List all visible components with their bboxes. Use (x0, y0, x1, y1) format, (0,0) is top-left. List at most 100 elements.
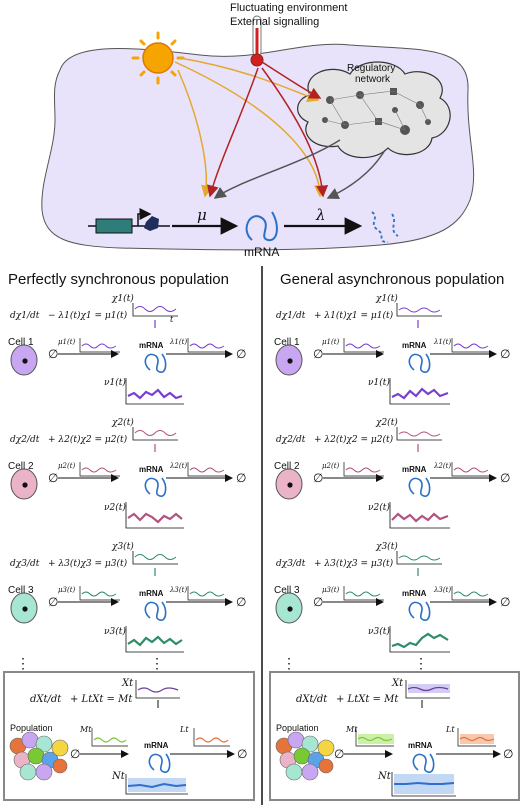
L-label: Lt (179, 725, 189, 734)
asynchronous-title: General asynchronous population (280, 271, 504, 288)
mrna-small-label: mRNA (408, 741, 433, 750)
mu-i-label: μ1(t) (58, 338, 76, 346)
mu-i-label: μ2(t) (58, 462, 76, 470)
eq-lhs: dχ3/dt (276, 559, 306, 569)
mrna-small-label: mRNA (139, 341, 164, 350)
mrna-small-label: mRNA (139, 589, 164, 598)
mrna-small-label: mRNA (402, 465, 427, 474)
N-label: Nt (377, 771, 392, 782)
nu-label: ν1(t) (368, 377, 390, 388)
cell-2-label: Cell 2 (8, 461, 34, 472)
chi-label: χ2(t) (375, 417, 398, 428)
empty-set: ∅ (48, 595, 58, 609)
eq-rest: + λ2(t)χ2 = μ2(t) (48, 434, 128, 445)
mrna-icon (144, 601, 167, 621)
mrna-label: mRNA (244, 245, 279, 259)
mrna-icon (148, 753, 171, 773)
mrna-icon (408, 353, 431, 373)
sync-cell-1-block: dχ1/dt − λ1(t)χ1 = μ1(t) χ1(t) t Cell 1 … (8, 293, 246, 405)
nu-label: ν1(t) (104, 377, 126, 388)
eq-rest: − λ1(t)χ1 = μ1(t) (48, 310, 128, 321)
eq-lhs: dχ3/dt (10, 559, 40, 569)
nu-trace (127, 512, 183, 524)
mrna-small-label: mRNA (144, 741, 169, 750)
mrna-icon (408, 601, 431, 621)
degraded-mrna-icon (371, 211, 399, 243)
thermometer-icon (250, 15, 264, 67)
mu-i-label: μ1(t) (322, 338, 340, 346)
chi-label: χ3(t) (375, 541, 398, 552)
mrna-icon (408, 477, 431, 497)
empty-set: ∅ (500, 595, 510, 609)
chi-label: χ1(t) (375, 293, 398, 304)
nu-trace (391, 512, 449, 523)
mrna-small-label: mRNA (139, 465, 164, 474)
gene-icon (88, 208, 170, 234)
cell-3-label: Cell 3 (274, 585, 300, 596)
cell-3-label: Cell 3 (8, 585, 34, 596)
nu-label: ν2(t) (368, 502, 390, 513)
empty-set: ∅ (313, 347, 323, 361)
empty-set: ∅ (503, 747, 513, 761)
mrna-icon (245, 211, 278, 242)
arrow-sun-to-network (179, 57, 320, 103)
arrow-temp-to-mu (207, 67, 259, 198)
empty-set: ∅ (500, 347, 510, 361)
L-label: Lt (445, 725, 455, 734)
eq-lhs: dχ2/dt (276, 435, 306, 445)
lambda-i-label: λ3(t) (433, 586, 451, 594)
lambda-i-label: λ2(t) (169, 462, 187, 470)
nu-trace (127, 635, 183, 647)
eq-rest: + λ3(t)χ3 = μ3(t) (48, 558, 128, 569)
eq-lhs: dXt/dt (296, 694, 328, 705)
empty-set: ∅ (313, 595, 323, 609)
mrna-small-label: mRNA (402, 589, 427, 598)
M-label: Mt (345, 725, 358, 734)
sync-cell-2-block: dχ2/dt + λ2(t)χ2 = μ2(t) χ2(t) Cell 2 ∅ … (8, 417, 246, 529)
lambda-label: λ (315, 206, 326, 224)
ellipsis: ⋮ (16, 655, 30, 671)
asynchronous-panel: General asynchronous population dχ1/dt +… (269, 271, 520, 801)
arrow-temp-to-network (261, 61, 322, 99)
nu-trace (391, 387, 449, 400)
mu-i-label: μ3(t) (58, 586, 76, 594)
lambda-i-label: λ2(t) (433, 462, 451, 470)
empty-set: ∅ (237, 747, 247, 761)
mu-i-label: μ3(t) (322, 586, 340, 594)
eq-rest: + λ1(t)χ1 = μ1(t) (314, 310, 394, 321)
mu-i-label: μ2(t) (322, 462, 340, 470)
lambda-i-label: λ3(t) (169, 586, 187, 594)
ellipsis: ⋮ (150, 655, 164, 671)
async-cell-2-block: dχ2/dt + λ2(t)χ2 = μ2(t) χ2(t) Cell 2 ∅ … (274, 417, 510, 529)
arrow-network-to-lambda (326, 149, 386, 199)
sun-icon (131, 31, 185, 85)
empty-set: ∅ (236, 595, 246, 609)
cell-1-label: Cell 1 (8, 337, 34, 348)
empty-set: ∅ (313, 471, 323, 485)
N-trace (394, 781, 455, 785)
eq-lhs: dXt/dt (30, 694, 62, 705)
nu-trace (127, 388, 183, 400)
mrna-icon (412, 753, 435, 773)
t-tick: t (170, 315, 174, 324)
chi-label: χ1(t) (111, 293, 134, 304)
mu-label: μ (197, 206, 207, 224)
env-label-line1: Fluctuating environment (230, 2, 347, 14)
chi-label: χ2(t) (111, 417, 134, 428)
nu-label: ν2(t) (104, 502, 126, 513)
synchronous-panel: Perfectly synchronous population dχ1/dt … (3, 271, 255, 801)
eq-lhs: dχ2/dt (10, 435, 40, 445)
mrna-icon (144, 477, 167, 497)
cell-1-label: Cell 1 (274, 337, 300, 348)
eq-rest: + LtXt = Mt (70, 694, 133, 705)
mrna-small-label: mRNA (402, 341, 427, 350)
empty-set: ∅ (48, 347, 58, 361)
arrow-sun-to-lambda (174, 61, 326, 198)
population-cells-icon (275, 731, 335, 781)
regulatory-label-line1: Regulatory (347, 63, 395, 74)
cell-2-label: Cell 2 (274, 461, 300, 472)
population-cells-icon (9, 731, 69, 781)
X-label: Xt (121, 678, 134, 689)
mrna-icon (144, 353, 167, 373)
